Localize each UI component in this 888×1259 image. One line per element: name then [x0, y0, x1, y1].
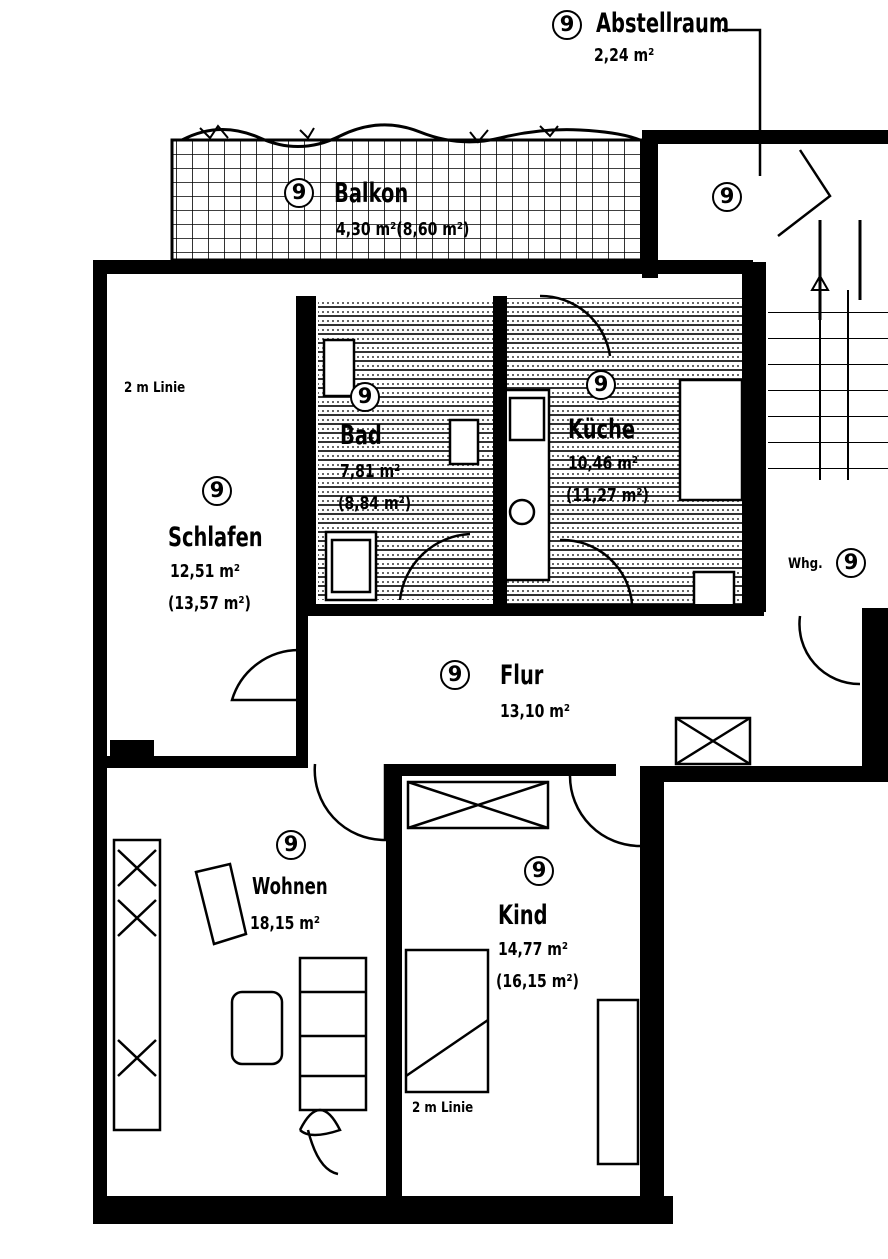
wohnen-label: Wohnen	[252, 874, 328, 900]
bad-area-alt: (8,84 m²)	[338, 493, 412, 514]
kueche-area-alt: (11,27 m²)	[566, 485, 649, 506]
marker-wohnen: 9	[276, 830, 306, 860]
balkon-area: 4,30 m²(8,60 m²)	[336, 219, 470, 240]
kueche-label: Küche	[568, 414, 636, 445]
callout-line	[722, 28, 762, 176]
marker-kueche: 9	[586, 370, 616, 400]
schlafen-label: Schlafen	[168, 522, 263, 553]
schlafen-area: 12,51 m²	[170, 561, 241, 582]
marker-wohnung: 9	[836, 548, 866, 578]
marker-bad: 9	[350, 382, 380, 412]
kind-area: 14,77 m²	[498, 939, 569, 960]
walls	[93, 130, 888, 1224]
furniture	[112, 716, 752, 1176]
doors	[230, 149, 861, 848]
marker-storage: 9	[712, 182, 742, 212]
kueche-area: 10,46 m²	[568, 453, 639, 474]
staircase	[768, 220, 888, 480]
wohnung-label: Whg.	[788, 556, 823, 572]
flur-label: Flur	[500, 660, 544, 691]
balkon-label: Balkon	[334, 178, 409, 209]
wohnen-area: 18,15 m²	[250, 913, 321, 934]
flur-area: 13,10 m²	[500, 701, 571, 722]
marker-schlafen: 9	[202, 476, 232, 506]
marker-abstellraum: 9	[552, 10, 582, 40]
kind-note: 2 m Linie	[412, 1100, 474, 1116]
marker-kind: 9	[524, 856, 554, 886]
abstellraum-label: Abstellraum	[596, 8, 730, 39]
kind-label: Kind	[498, 900, 548, 931]
balcony-area	[170, 123, 644, 262]
bad-area: 7,81 m²	[340, 461, 401, 482]
fixtures	[322, 338, 744, 610]
abstellraum-area: 2,24 m²	[594, 45, 655, 66]
marker-balkon: 9	[284, 178, 314, 208]
marker-flur: 9	[440, 660, 470, 690]
kind-area-alt: (16,15 m²)	[496, 971, 579, 992]
schlafen-area-alt: (13,57 m²)	[168, 593, 251, 614]
bad-label: Bad	[340, 420, 382, 451]
schlafen-note: 2 m Linie	[124, 380, 186, 396]
